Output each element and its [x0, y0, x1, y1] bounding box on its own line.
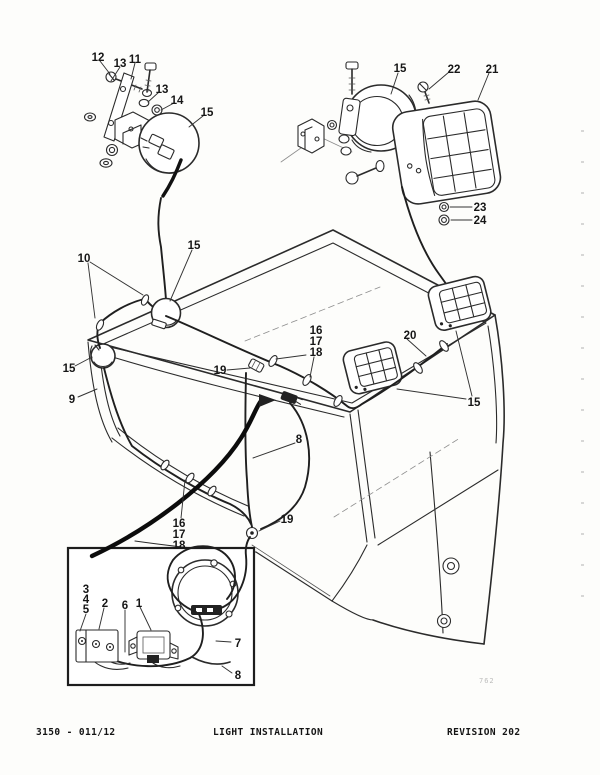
- callout-11: 11: [129, 54, 142, 66]
- binder-marks: [581, 130, 584, 600]
- nut-24: [438, 214, 450, 226]
- grille-lamp-left: [342, 341, 403, 395]
- grille-lamp-21: [391, 100, 502, 205]
- callout-15: 15: [63, 363, 76, 375]
- lamp-back-detail: [171, 559, 239, 627]
- harness-plug: [280, 391, 303, 405]
- detail-inset-box: [66, 536, 256, 687]
- callout-18: 18: [173, 540, 186, 552]
- print-artifact-stamp: 762: [479, 677, 495, 685]
- callout-9: 9: [69, 394, 75, 406]
- bolt-12: [105, 71, 143, 93]
- callout-13: 13: [156, 84, 169, 96]
- roof-marker-lamp: [150, 297, 182, 330]
- callout-24: 24: [474, 215, 487, 227]
- lamp-connector: [191, 605, 222, 615]
- routing-arrow: [89, 394, 276, 559]
- callout-16: 16: [173, 518, 186, 530]
- callout-17: 17: [173, 529, 186, 541]
- callout-16: 16: [310, 325, 323, 337]
- bracket-11: [103, 72, 135, 142]
- page-title: LIGHT INSTALLATION: [213, 727, 324, 738]
- callout-15: 15: [201, 107, 214, 119]
- lamp-wire: [157, 197, 167, 301]
- callout-6: 6: [122, 600, 128, 612]
- bolt: [345, 61, 359, 95]
- callout-17: 17: [310, 336, 323, 348]
- callout-4: 4: [83, 594, 90, 606]
- rear-lamp-mounting-assembly: [280, 61, 502, 300]
- washer: [338, 134, 350, 144]
- callout-18: 18: [310, 347, 323, 359]
- screw-22: [417, 81, 431, 104]
- mounting-plate: [338, 97, 361, 137]
- callout-19: 19: [281, 514, 294, 526]
- connector-19-lower: [245, 526, 259, 540]
- callout-3: 3: [83, 584, 89, 596]
- callout-8: 8: [296, 434, 303, 446]
- page-footer: 3150 - 011/12 LIGHT INSTALLATION REVISIO…: [0, 727, 600, 747]
- callout-10: 10: [78, 253, 91, 265]
- callout-22: 22: [448, 64, 461, 76]
- callout-5: 5: [83, 604, 90, 616]
- callout-19: 19: [214, 365, 227, 377]
- callout-23: 23: [474, 202, 487, 214]
- grille-lamp-right: [427, 275, 492, 331]
- callout-2: 2: [102, 598, 108, 610]
- connector-19-upper: [248, 358, 265, 373]
- wiring-harness: [95, 294, 449, 540]
- front-lamp-mounting-assembly: [83, 62, 200, 301]
- doc-number: 3150 - 011/12: [36, 727, 116, 738]
- nut: [340, 146, 352, 156]
- cab-body: [87, 229, 505, 645]
- bolt: [144, 62, 157, 93]
- nut: [105, 143, 119, 157]
- callout-12: 12: [92, 52, 105, 64]
- washer: [99, 158, 113, 168]
- callout-14: 14: [171, 95, 184, 107]
- cable-clamps: [95, 294, 449, 497]
- flasher-unit: [128, 630, 179, 663]
- nut: [326, 119, 338, 131]
- washer-13b: [138, 98, 150, 108]
- callout-20: 20: [404, 330, 417, 342]
- leader-lines: [74, 60, 490, 674]
- callout-15: 15: [468, 397, 481, 409]
- callout-21: 21: [486, 64, 499, 76]
- callout-15: 15: [394, 63, 407, 75]
- terminal-block: [75, 629, 119, 663]
- revision-label: REVISION 202: [447, 727, 521, 738]
- left-corner-lamp: [89, 343, 116, 369]
- u-bracket: [297, 118, 325, 154]
- washer: [83, 112, 97, 122]
- callout-8: 8: [235, 670, 242, 682]
- washer-23: [438, 201, 450, 213]
- callout-7: 7: [235, 638, 241, 650]
- callout-13: 13: [114, 58, 127, 70]
- callout-1: 1: [136, 598, 143, 610]
- bolt: [345, 159, 385, 185]
- callout-15: 15: [188, 240, 201, 252]
- front-work-lamp: [138, 112, 200, 198]
